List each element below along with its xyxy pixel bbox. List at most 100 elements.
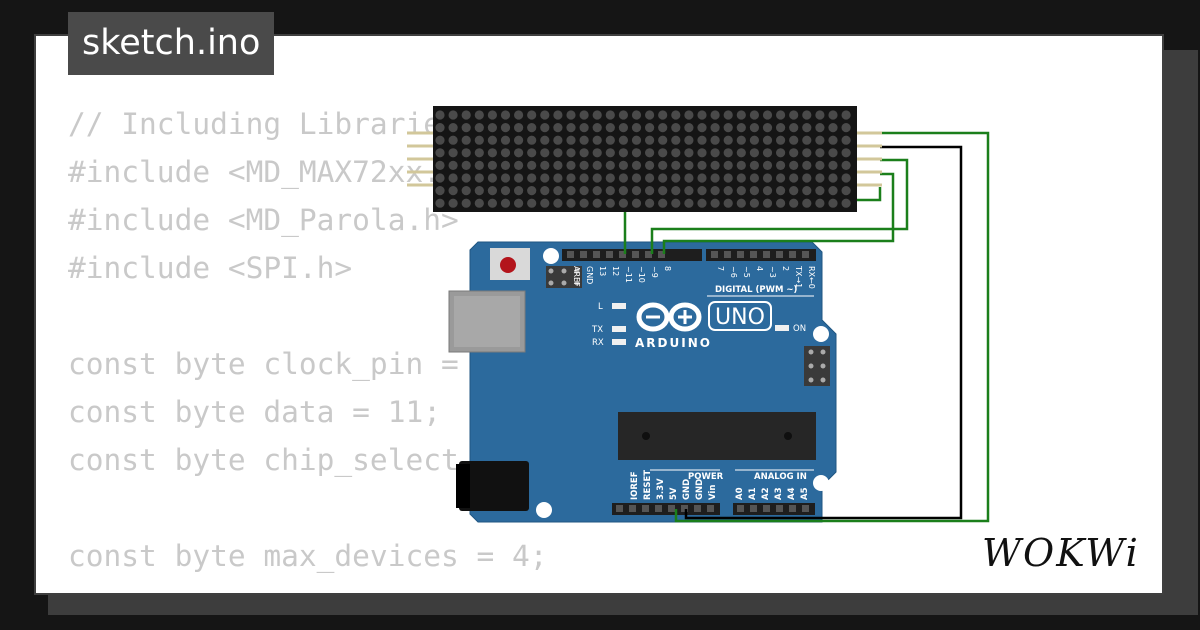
header-pin[interactable] (694, 505, 701, 512)
matrix-led (723, 173, 733, 183)
analog-pin-label: A3 (774, 487, 784, 500)
header-pin[interactable] (776, 505, 783, 512)
matrix-led (461, 198, 471, 208)
max7219-led-matrix[interactable] (407, 106, 882, 212)
digital-pin-label: ~10 (637, 266, 646, 283)
matrix-led (487, 148, 497, 158)
matrix-led (435, 173, 445, 183)
header-pin[interactable] (711, 251, 718, 258)
header-pin[interactable] (776, 251, 783, 258)
matrix-led (592, 110, 602, 120)
header-pin[interactable] (619, 251, 626, 258)
matrix-led (540, 135, 550, 145)
header-pin[interactable] (645, 251, 652, 258)
matrix-led (592, 186, 602, 196)
header-pin[interactable] (802, 251, 809, 258)
header-pin[interactable] (606, 251, 613, 258)
matrix-led (435, 186, 445, 196)
header-pin[interactable] (580, 251, 587, 258)
header-pin[interactable] (737, 251, 744, 258)
matrix-led (487, 135, 497, 145)
matrix-led (618, 135, 629, 145)
matrix-led (514, 186, 524, 196)
matrix-led (828, 160, 838, 170)
header-pin[interactable] (789, 505, 796, 512)
matrix-led (579, 173, 589, 183)
header-pin[interactable] (567, 251, 574, 258)
wires (623, 131, 990, 523)
matrix-led (605, 160, 615, 170)
matrix-led (736, 198, 746, 208)
digital-pin-label: AREF (572, 266, 581, 287)
header-pin[interactable] (629, 505, 636, 512)
header-pin[interactable] (642, 505, 649, 512)
header-pin[interactable] (802, 505, 809, 512)
matrix-led (658, 186, 668, 196)
led-tx-label: TX (591, 325, 603, 335)
matrix-led (605, 110, 615, 120)
matrix-led (605, 186, 615, 196)
mounting-hole (536, 502, 552, 518)
wokwi-logo-text: WOKWi (982, 531, 1140, 575)
matrix-led (527, 135, 537, 145)
code-line: #include <MD_Parola.h> (68, 203, 459, 237)
header-pin[interactable] (763, 505, 770, 512)
header-pin[interactable] (750, 251, 757, 258)
matrix-led (487, 160, 497, 170)
matrix-led (553, 110, 563, 120)
matrix-led (500, 186, 511, 196)
wire-cs[interactable] (662, 172, 895, 254)
header-pin[interactable] (655, 505, 662, 512)
header-pin[interactable] (593, 251, 600, 258)
matrix-led (828, 173, 838, 183)
matrix-led (514, 135, 524, 145)
matrix-led (448, 148, 458, 158)
digital-pin-label: 13 (598, 266, 607, 276)
header-pin[interactable] (763, 251, 770, 258)
board-model-label: UNO (715, 305, 765, 330)
header-pin[interactable] (750, 505, 757, 512)
matrix-led (514, 160, 524, 170)
reset-button[interactable] (490, 248, 530, 280)
header-pin[interactable] (616, 505, 623, 512)
matrix-led (828, 186, 838, 196)
wire-din[interactable] (650, 158, 909, 254)
digital-pin-label: 7 (716, 266, 725, 271)
matrix-led (762, 173, 773, 183)
matrix-led (500, 148, 511, 158)
sketch-filename-tab[interactable]: sketch.ino (68, 12, 275, 75)
matrix-led (841, 173, 851, 183)
matrix-led (592, 173, 602, 183)
digital-pin-label: ~9 (650, 266, 659, 278)
power-pin-header[interactable] (612, 503, 720, 515)
header-pin[interactable] (668, 505, 675, 512)
header-pin[interactable] (658, 251, 665, 258)
power-pin-label: 5V (669, 487, 679, 500)
header-pin[interactable] (632, 251, 639, 258)
matrix-led (500, 123, 511, 133)
matrix-led (448, 198, 458, 208)
header-pin[interactable] (789, 251, 796, 258)
matrix-led (815, 198, 825, 208)
header-pin[interactable] (707, 505, 714, 512)
code-line: #include <SPI.h> (68, 251, 353, 285)
matrix-led (579, 198, 589, 208)
matrix-led (684, 148, 694, 158)
header-pin[interactable] (724, 251, 731, 258)
matrix-led (592, 148, 602, 158)
matrix-led (802, 160, 812, 170)
wire-5v[interactable] (674, 131, 990, 523)
header-pin[interactable] (737, 505, 744, 512)
matrix-led (461, 160, 471, 170)
matrix-led (448, 135, 458, 145)
matrix-led (527, 173, 537, 183)
header-pin[interactable] (681, 505, 688, 512)
matrix-led (592, 198, 602, 208)
mounting-hole (543, 248, 559, 264)
matrix-led (618, 123, 629, 133)
wire-gnd[interactable] (684, 145, 963, 520)
matrix-led (762, 110, 773, 120)
matrix-led (789, 110, 799, 120)
matrix-led (474, 173, 484, 183)
